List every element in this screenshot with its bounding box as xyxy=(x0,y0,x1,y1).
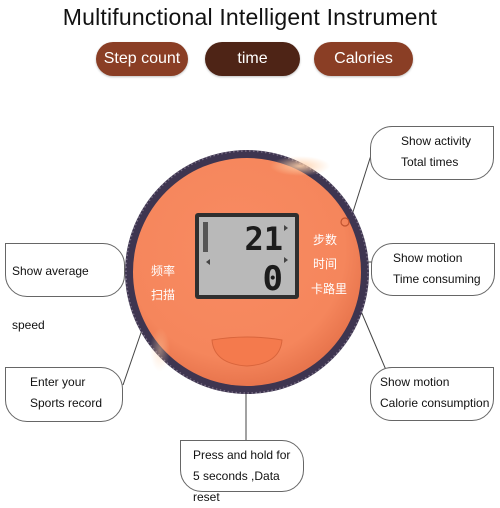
lcd-bottom-value: 0 xyxy=(263,259,283,299)
frequency-button[interactable]: 频率 xyxy=(151,263,175,278)
callout-sports-record: Enter your Sports record xyxy=(5,367,123,422)
steps-button[interactable]: 步数 xyxy=(313,232,337,247)
tab-calories[interactable]: Calories xyxy=(314,42,413,76)
callout-activity-total: Show activity Total times xyxy=(370,126,494,180)
time-button[interactable]: 时间 xyxy=(313,257,337,271)
scan-button[interactable]: 扫描 xyxy=(151,288,175,302)
tab-step-count[interactable]: Step count xyxy=(96,42,188,76)
instrument-illustration: 21 0 步数 时间 卡路里 频率 扫描 xyxy=(122,150,387,440)
reset-key[interactable] xyxy=(211,336,283,367)
callout-average-speed: Show average speed xyxy=(5,243,125,332)
lcd-top-value: 21 xyxy=(244,220,283,258)
tab-time[interactable]: time xyxy=(205,42,300,76)
lcd-screen xyxy=(199,217,295,295)
calories-button[interactable]: 卡路里 xyxy=(311,281,347,296)
page-title: Multifunctional Intelligent Instrument xyxy=(62,4,438,30)
callout-calorie-consumption: Show motion Calorie consumption xyxy=(370,367,494,421)
callout-motion-time: Show motion Time consuming xyxy=(371,243,495,296)
callout-data-reset: Press and hold for 5 seconds ,Data reset xyxy=(180,440,304,504)
